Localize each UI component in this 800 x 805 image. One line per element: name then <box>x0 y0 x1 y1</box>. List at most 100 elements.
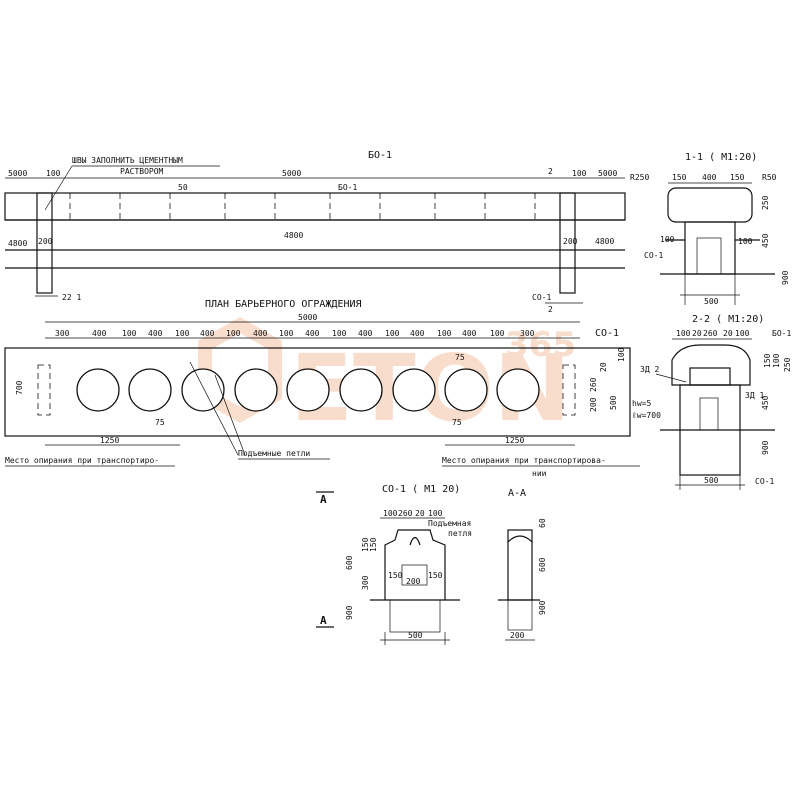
s22-100: 100 <box>772 353 781 368</box>
s22-co1: СО-1 <box>755 477 774 486</box>
c-600: 600 <box>345 555 354 570</box>
c-900: 900 <box>345 605 354 620</box>
s22-lw: ℓw=700 <box>632 411 661 420</box>
dim-200-right: 200 <box>563 237 578 246</box>
sec11-title: 1-1 ( М1:20) <box>685 152 757 163</box>
s22-500: 500 <box>704 476 719 485</box>
plan-hole <box>76 368 120 412</box>
bo1-tag: БО-1 <box>338 183 357 192</box>
c-A-top: А <box>320 493 327 506</box>
aa-900: 900 <box>538 600 547 615</box>
plan-hole <box>234 368 278 412</box>
c-150b: 150 <box>369 537 378 552</box>
plan-dim-14: 100 <box>437 329 452 338</box>
dim-200-left: 200 <box>38 237 53 246</box>
aa-200: 200 <box>510 631 525 640</box>
s11-250: 250 <box>761 195 770 210</box>
plan-500: 500 <box>609 395 618 410</box>
support-right: Место опирания при транспортирова- <box>442 456 606 465</box>
dim-2: 2 <box>548 167 553 176</box>
watermark-number: 365 <box>505 325 576 365</box>
dim-100-right: 100 <box>572 169 587 178</box>
c-150a: 150 <box>361 537 370 552</box>
c-loop-2: петля <box>448 529 472 538</box>
c-150c: 150 <box>388 571 403 580</box>
s11-400: 400 <box>702 173 717 182</box>
c-dim-1: 260 <box>398 509 413 518</box>
plan-dim-13: 400 <box>410 329 425 338</box>
s11-150a: 150 <box>672 173 687 182</box>
plan-dim-6: 100 <box>226 329 241 338</box>
plan-dim-9: 400 <box>305 329 320 338</box>
s11-co1: СО-1 <box>644 251 663 260</box>
s22-900: 900 <box>761 440 770 455</box>
c-loop: Подъемная <box>428 519 471 528</box>
s22-dim-4: 100 <box>735 329 750 338</box>
dim-50: 50 <box>178 183 188 192</box>
plan-dim-17: 300 <box>520 329 535 338</box>
plan-dim-16: 100 <box>490 329 505 338</box>
plan-dim-15: 400 <box>462 329 477 338</box>
plan-75-c: 75 <box>452 418 462 427</box>
plan-dim-0: 300 <box>55 329 70 338</box>
dim-5000-right: 5000 <box>598 169 617 178</box>
c-dim-3: 100 <box>428 509 443 518</box>
fill-note: ШВЫ ЗАПОЛНИТЬ ЦЕМЕНТНЫМ <box>72 156 183 165</box>
detail-co1: СО-1 ( М1 20) А 100 260 20 100 Подъемная… <box>316 484 472 645</box>
c-A-bottom: А <box>320 614 327 627</box>
plan-700: 700 <box>15 380 24 395</box>
s11-150b: 150 <box>730 173 745 182</box>
support-right-2: нии <box>532 469 547 478</box>
s22-hw: hw=5 <box>632 399 651 408</box>
plan-dim-7: 400 <box>253 329 268 338</box>
plan-dim-2: 100 <box>122 329 137 338</box>
s11-100a: 100 <box>660 235 675 244</box>
plan-hole <box>392 368 436 412</box>
s22-za1: ЗД 1 <box>745 391 764 400</box>
aa-60: 60 <box>538 518 547 528</box>
dim-4800-right: 4800 <box>595 237 614 246</box>
plan-hole <box>339 368 383 412</box>
dim-5000-mid: 5000 <box>282 169 301 178</box>
s11-500: 500 <box>704 297 719 306</box>
dim-2b: 2 <box>548 305 553 314</box>
dim-4800-left: 4800 <box>8 239 27 248</box>
plan-75-a: 75 <box>455 353 465 362</box>
sec22-title: 2-2 ( М1:20) <box>692 314 764 325</box>
c-150d: 150 <box>428 571 443 580</box>
co1-bottom: СО-1 <box>532 293 551 302</box>
elevation-bo1: БО-1 ШВЫ ЗАПОЛНИТЬ ЦЕМЕНТНЫМ РАСТВОРОМ 5… <box>4 150 626 314</box>
c-300: 300 <box>361 575 370 590</box>
support-left: Место опирания при транспортиро- <box>5 456 159 465</box>
s11-450: 450 <box>761 233 770 248</box>
plan-1250-left: 1250 <box>100 436 119 445</box>
lifting-loops: Подъемные петли <box>238 449 310 458</box>
c-200: 200 <box>406 577 421 586</box>
dim-22: 22 1 <box>62 293 81 302</box>
aa-title: А-А <box>508 488 526 499</box>
plan-dim-12: 100 <box>385 329 400 338</box>
fill-note-2: РАСТВОРОМ <box>120 167 164 176</box>
c-dim-2: 20 <box>415 509 425 518</box>
bo1-title: БО-1 <box>368 150 392 161</box>
plan-hole <box>181 368 225 412</box>
plan-dim-1: 400 <box>92 329 107 338</box>
plan-5000: 5000 <box>298 313 317 322</box>
plan-dim-5: 400 <box>200 329 215 338</box>
dim-4800-mid: 4800 <box>284 231 303 240</box>
plan-hole <box>444 368 488 412</box>
s11-r50: R50 <box>762 173 777 182</box>
plan-hole <box>496 368 540 412</box>
plan-20: 20 <box>599 362 608 372</box>
section-a-a: А-А 60 600 900 200 <box>498 488 547 641</box>
s22-450: 450 <box>761 395 770 410</box>
plan-200: 200 <box>589 397 598 412</box>
s22-250: 250 <box>783 357 792 372</box>
plan-dim-8: 100 <box>279 329 294 338</box>
s22-dim-0: 100 <box>676 329 691 338</box>
plan-dim-11: 400 <box>358 329 373 338</box>
s11-100b: 100 <box>738 237 753 246</box>
section-1-1: 1-1 ( М1:20) R250 150 400 150 R50 250 10… <box>630 152 790 306</box>
